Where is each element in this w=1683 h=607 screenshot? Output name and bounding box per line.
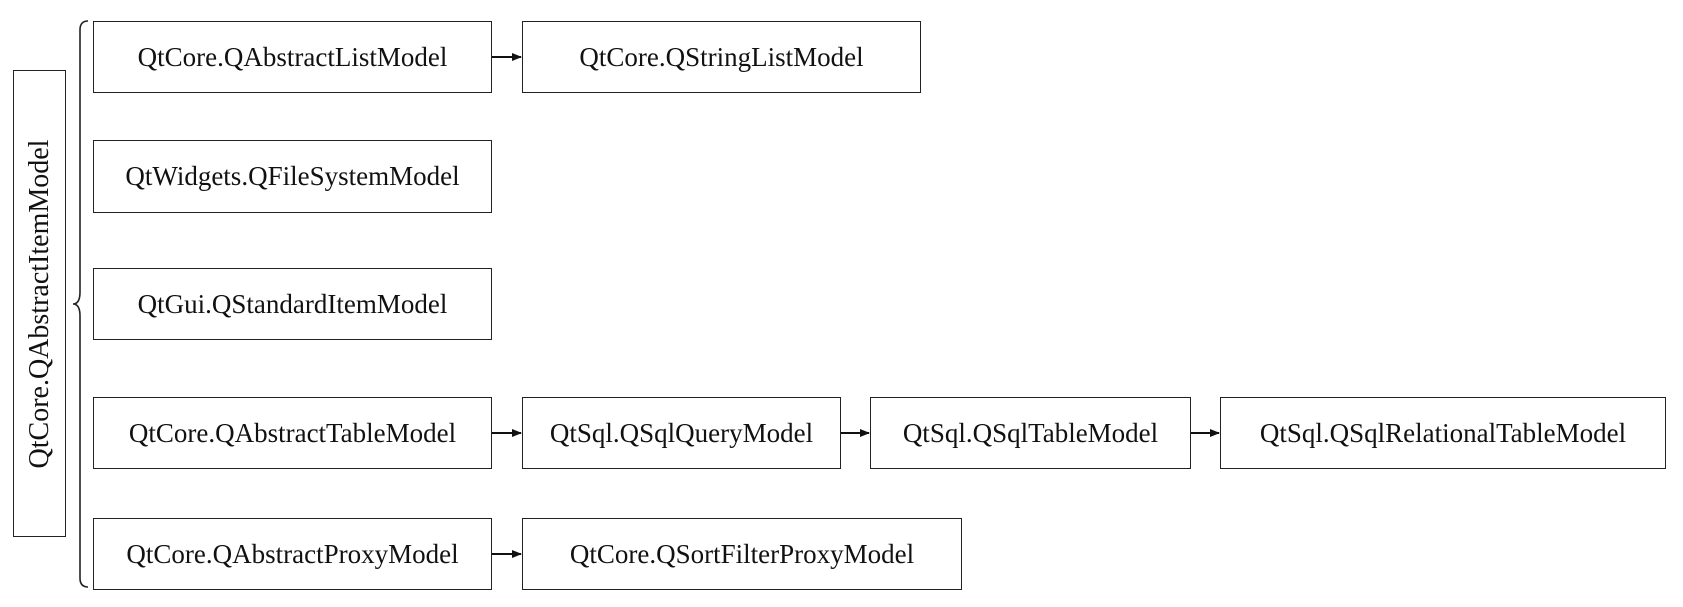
node-qsqltablemodel: QtSql.QSqlTableModel — [870, 397, 1191, 469]
node-qsortfilterproxymodel: QtCore.QSortFilterProxyModel — [522, 518, 962, 590]
node-qabstractlistmodel: QtCore.QAbstractListModel — [93, 21, 492, 93]
node-qabstractproxymodel: QtCore.QAbstractProxyModel — [93, 518, 492, 590]
node-qabstracttablemodel: QtCore.QAbstractTableModel — [93, 397, 492, 469]
node-qsqlquerymodel: QtSql.QSqlQueryModel — [522, 397, 841, 469]
brace-connector — [72, 20, 89, 588]
node-qstringlistmodel: QtCore.QStringListModel — [522, 21, 921, 93]
node-qfilesystemmodel: QtWidgets.QFileSystemModel — [93, 140, 492, 213]
node-qstandarditemmodel: QtGui.QStandardItemModel — [93, 268, 492, 340]
node-qsqlrelationaltablemodel: QtSql.QSqlRelationalTableModel — [1220, 397, 1666, 469]
edge-layer — [492, 53, 1220, 558]
root-node-qabstractitemmodel: QtCore.QAbstractItemModel — [13, 70, 66, 537]
